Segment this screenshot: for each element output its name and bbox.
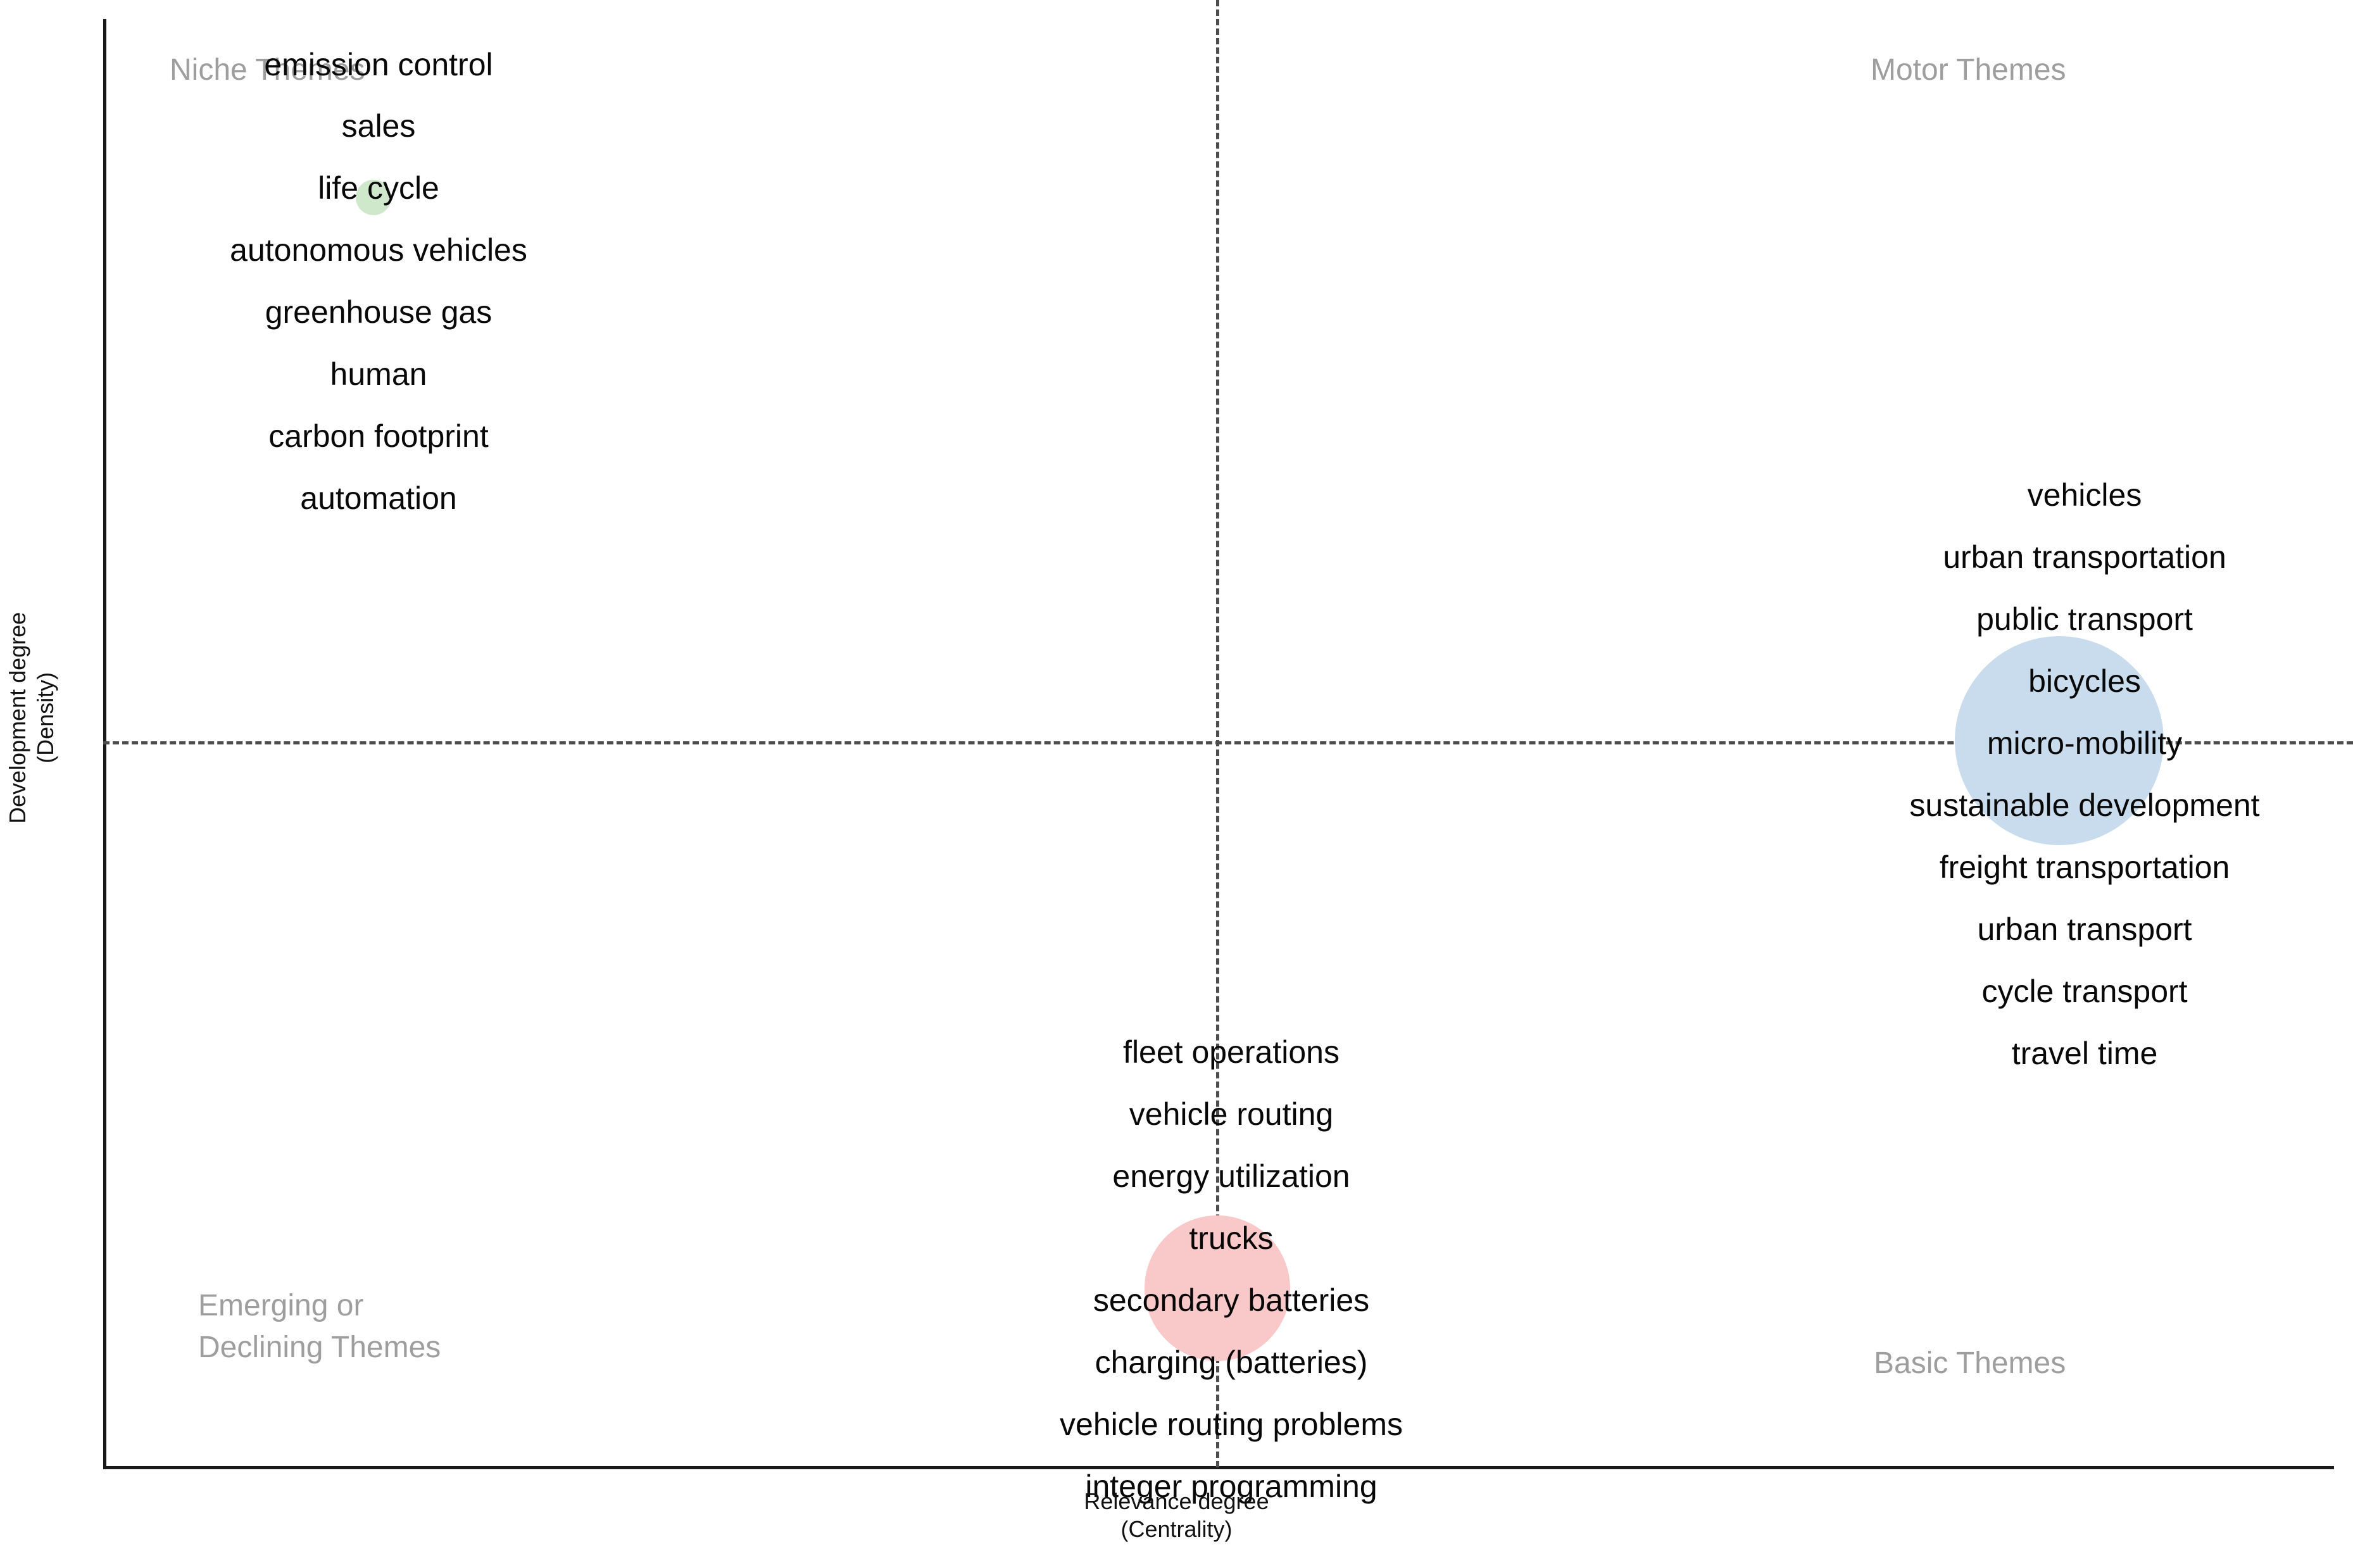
keyword-label: public transport	[1976, 601, 2193, 637]
y-axis-title-line1: Development degree	[4, 612, 31, 824]
keyword-label: energy utilization	[1112, 1158, 1350, 1194]
keyword-label: freight transportation	[1939, 850, 2230, 885]
cluster-bubble	[1145, 1215, 1290, 1361]
cluster-bubble	[356, 180, 391, 215]
keyword-label: sustainable development	[1909, 787, 2260, 823]
x-axis-title: Relevance degree (Centrality)	[0, 1488, 2353, 1543]
keyword-label: autonomous vehicles	[230, 232, 527, 268]
keyword-label: urban transport	[1977, 912, 2192, 947]
quadrant-label-emerging-line2: Declining Themes	[198, 1331, 441, 1365]
keyword-label: fleet operations	[1123, 1034, 1340, 1070]
keyword-label: trucks	[1189, 1220, 1274, 1256]
keyword-label: cycle transport	[1981, 974, 2188, 1009]
keyword-label: life cycle	[318, 170, 439, 206]
x-axis-title-line1: Relevance degree	[1084, 1488, 1269, 1514]
quadrant-label-basic-themes: Basic Themes	[1874, 1346, 2066, 1380]
cluster-bubble	[1955, 636, 2164, 845]
keyword-label: integer programming	[1085, 1469, 1377, 1504]
keyword-label: human	[330, 356, 427, 392]
keyword-label: vehicle routing problems	[1060, 1407, 1403, 1442]
horizontal-divider-dashed-line	[103, 741, 2353, 744]
quadrant-label-emerging-declining-themes: Emerging or Declining Themes	[198, 1285, 441, 1369]
y-axis-title: Development degree (Density)	[4, 610, 60, 825]
keyword-label: vehicles	[2027, 477, 2142, 513]
y-axis-title-line2: (Density)	[32, 672, 58, 763]
quadrant-label-emerging-line1: Emerging or	[198, 1289, 364, 1322]
x-axis-title-line2: (Centrality)	[1120, 1515, 1233, 1542]
keyword-label: carbon footprint	[268, 418, 489, 454]
keyword-label: bicycles	[2028, 663, 2141, 699]
quadrant-label-motor-themes: Motor Themes	[1871, 53, 2066, 87]
keyword-label: urban transportation	[1943, 539, 2226, 575]
keyword-label: automation	[300, 480, 457, 516]
keyword-label: charging (batteries)	[1095, 1345, 1368, 1380]
keyword-label: sales	[341, 108, 416, 144]
keyword-label: travel time	[2011, 1036, 2158, 1071]
quadrant-label-niche-themes: Niche Themes	[170, 53, 365, 87]
keyword-label: greenhouse gas	[265, 294, 493, 330]
x-axis-line	[103, 1466, 2334, 1469]
keyword-label: emission control	[264, 47, 493, 82]
vertical-divider-dashed-line	[1216, 0, 1219, 1467]
keyword-label: vehicle routing	[1129, 1096, 1334, 1132]
keyword-label: micro-mobility	[1986, 725, 2183, 761]
keyword-label: secondary batteries	[1093, 1283, 1370, 1318]
